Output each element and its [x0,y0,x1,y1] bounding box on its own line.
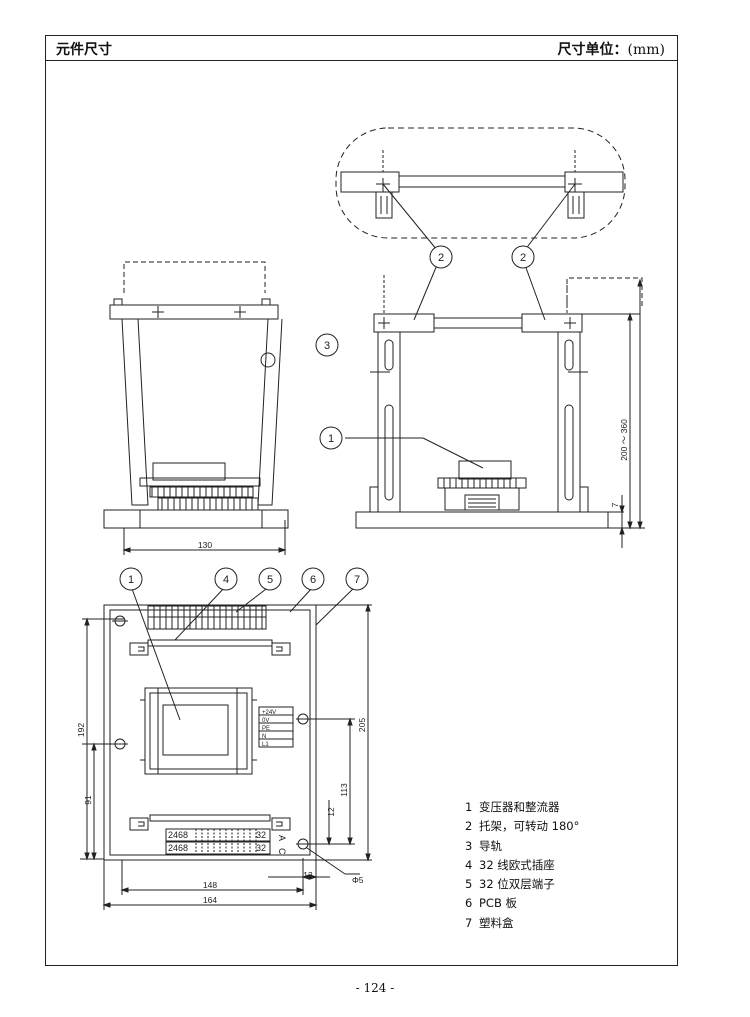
callout-labels: 3 2 2 1 1 4 5 6 7 [128,252,526,586]
callout-label-3: 3 [324,340,330,352]
connector-row-a-end: 32 [256,830,266,840]
callout-label-1b: 1 [128,574,134,586]
unit-value: (mm) [627,42,665,58]
header-bar: 元件尺寸 尺寸单位：(mm) [46,36,677,61]
dim-hole-dia: Φ5 [352,875,364,885]
dim-rail-width: 130 [198,540,212,550]
terminal-labels: +24V 0V PE N L1 [262,710,276,748]
rail-view [103,261,289,555]
dim-board-height: 192 [76,723,86,737]
dim-height-range: 200 ～ 360 [619,419,629,461]
callout-2a [429,245,453,269]
callout-label-2a: 2 [438,252,444,264]
unit-note: 尺寸单位：(mm) [558,39,665,59]
dim-inner-width: 148 [203,880,217,890]
dim-base-height: 7 [610,502,620,507]
bracket-view [335,127,645,548]
connector-labels: 2468 32 2468 32 A C [168,830,287,855]
callout-5 [258,567,282,591]
callout-1a [319,426,343,450]
connector-row-c-start: 2468 [168,843,188,853]
callout-label-4: 4 [223,574,229,586]
callout-label-5: 5 [267,574,273,586]
drawing-frame: 元件尺寸 尺寸单位：(mm) [45,35,678,966]
dim-edge-offset: 13 [303,870,313,880]
callout-6 [301,567,325,591]
connector-row-c-end: 32 [256,843,266,853]
callout-label-6: 6 [310,574,316,586]
callout-4 [214,567,238,591]
terminal-label-l1: L1 [262,742,269,748]
connector-row-a-start: 2468 [168,830,188,840]
terminal-label-24v: +24V [262,710,276,716]
callout-7 [345,567,369,591]
callout-3 [315,333,339,357]
connector-c: C [277,848,287,855]
terminal-label-pe: PE [262,726,270,732]
callout-circles [119,245,535,591]
page-number: - 124 - [355,981,395,995]
dim-box-height: 205 [357,718,367,732]
callout-label-7: 7 [354,574,360,586]
dim-hole-offset: 12 [326,807,336,817]
terminal-label-n: N [262,734,266,740]
board-view [80,584,372,910]
page-title: 元件尺寸 [56,42,112,58]
callout-1b [119,567,143,591]
dim-lower-height: 91 [83,795,93,805]
callout-label-2b: 2 [520,252,526,264]
dim-hole-height: 113 [339,783,349,797]
dim-outer-width: 164 [203,895,217,905]
connector-a: A [277,835,287,841]
terminal-label-0v: 0V [262,718,269,724]
dimension-labels: 130 200 ～ 360 7 205 192 91 113 12 148 16… [76,419,629,905]
callout-label-1a: 1 [328,433,334,445]
callout-2b [511,245,535,269]
unit-label: 尺寸单位： [557,42,628,58]
